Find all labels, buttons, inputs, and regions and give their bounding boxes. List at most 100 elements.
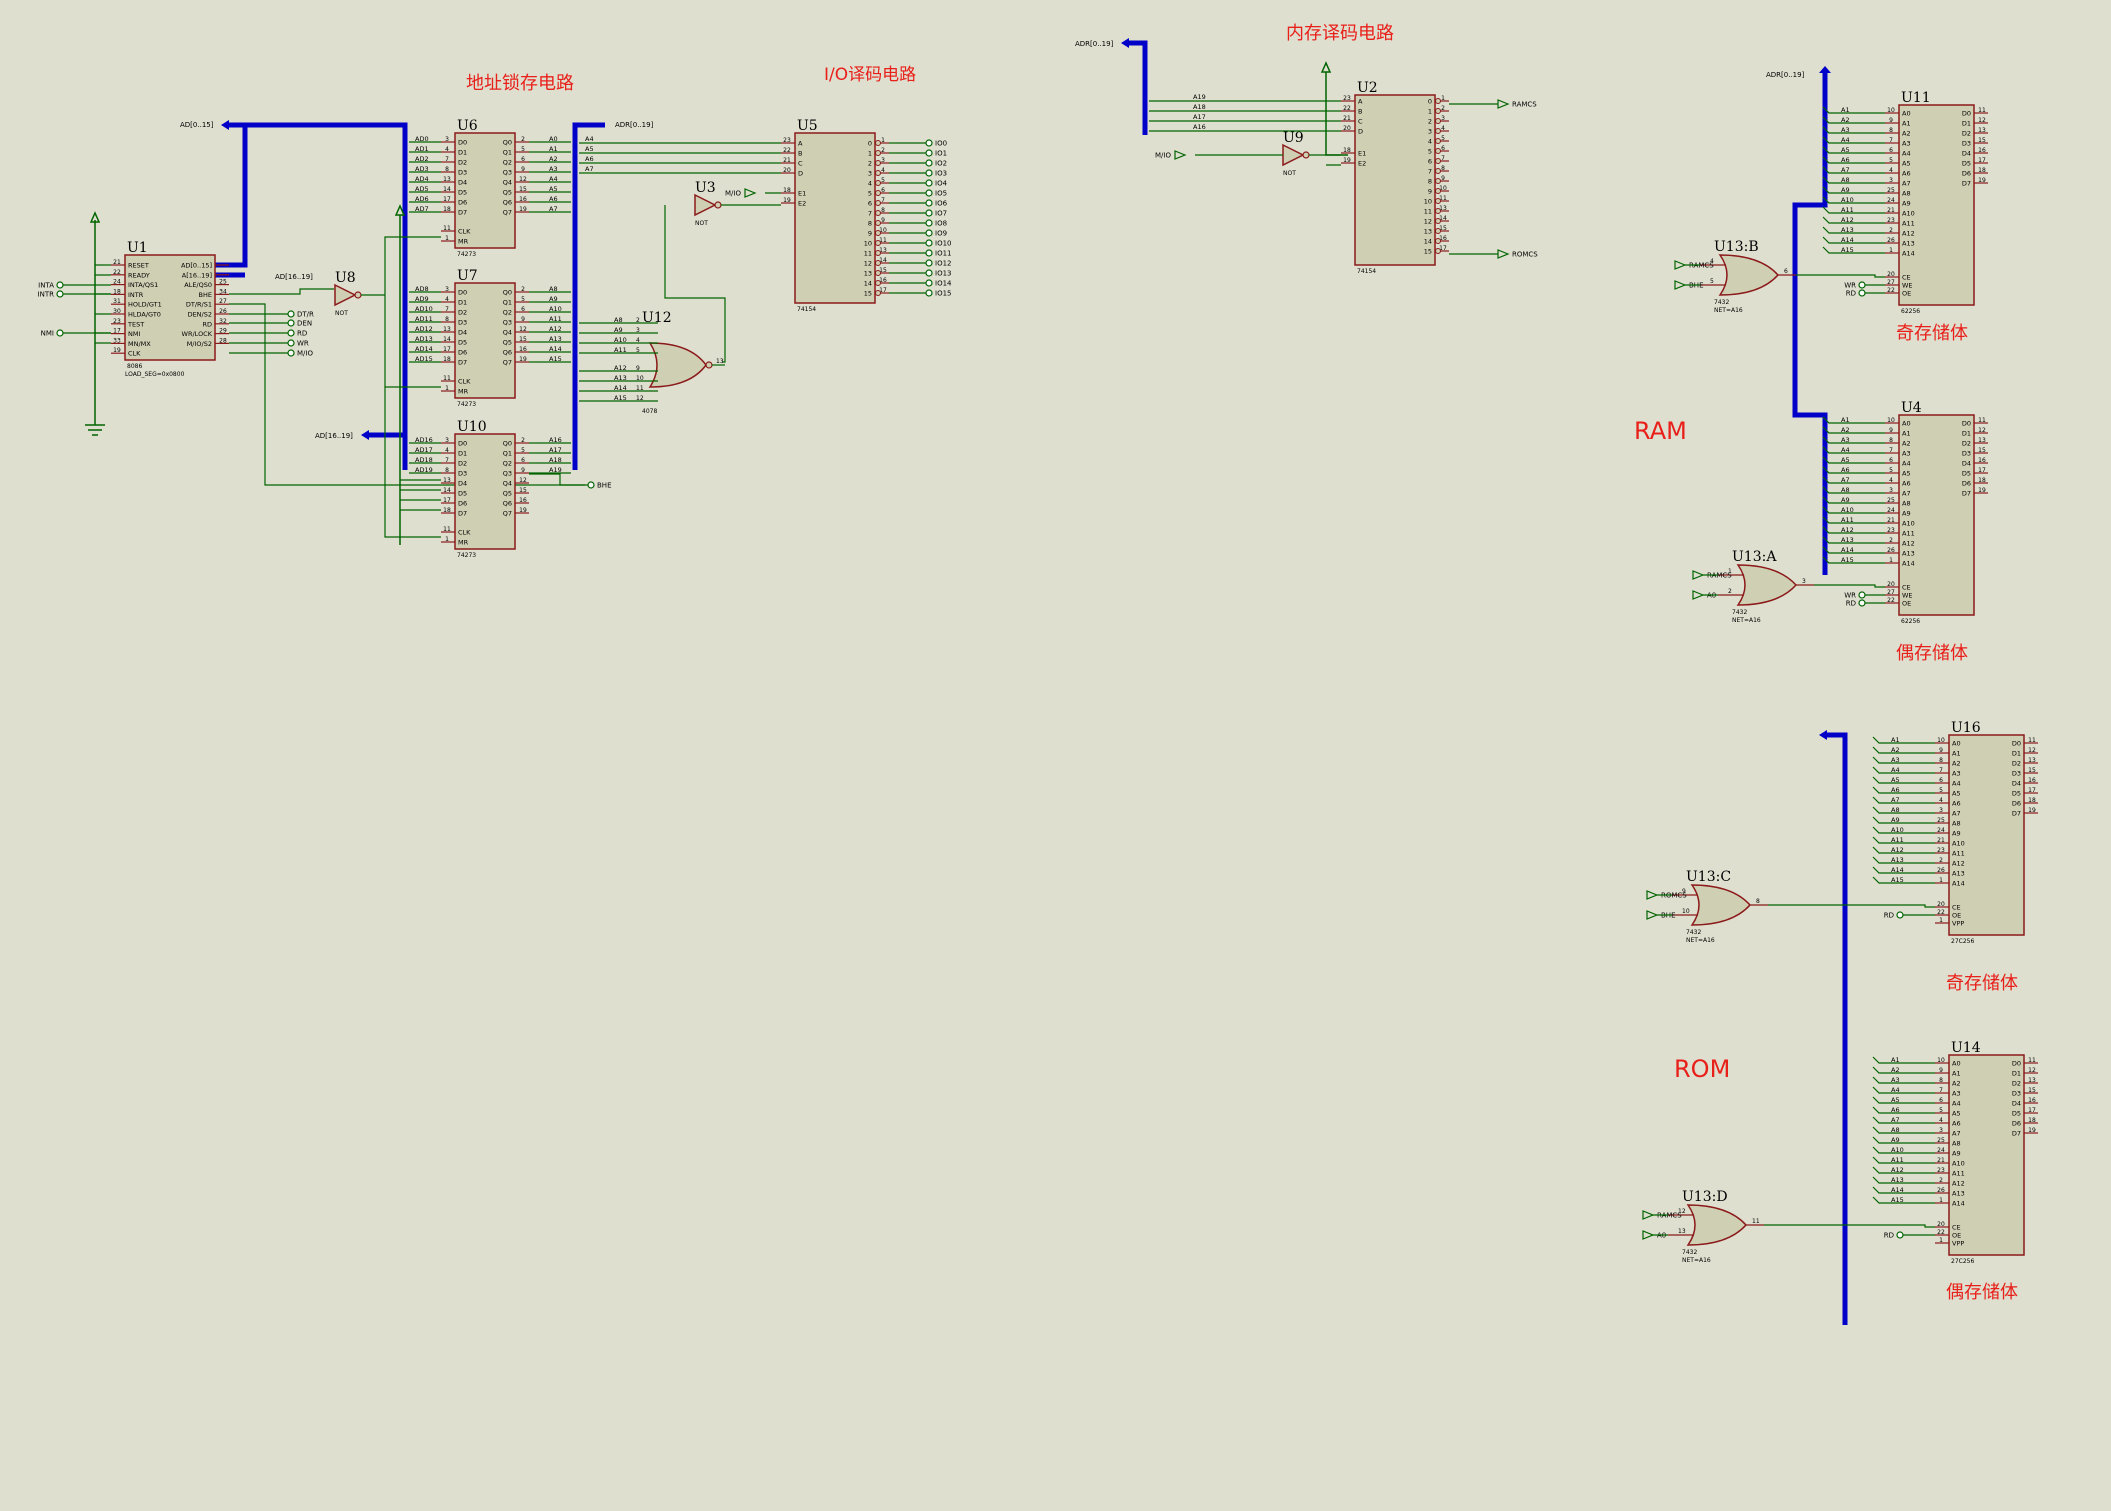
u14-rom-even-a11-pin-label: A11	[1952, 1170, 1965, 1178]
u5-out-bubble-8	[875, 220, 881, 226]
u1-left-7-pin-label: NMI	[128, 330, 140, 338]
u12-to-u3	[664, 205, 726, 363]
port-u13c-or-in-b-arrow	[1646, 910, 1659, 920]
title-rom: ROM	[1674, 1055, 1730, 1083]
u10-latch-q4-pin-label: Q4	[503, 480, 512, 488]
u14-rom-even-ctrl-1-pin-number: 22	[1937, 1229, 1945, 1236]
u13b-or-pin-b: 5	[1710, 278, 1714, 285]
port-ctrl-4-terminal	[287, 349, 295, 357]
u6-latch-out-net-7: A7	[549, 205, 558, 213]
u6-latch-q0-pin-number: 2	[521, 136, 525, 143]
u2-out-8-pin-label: 8	[1428, 178, 1432, 186]
u7-latch-d2-pin-number: 7	[445, 306, 449, 313]
u3-not-bubble	[714, 201, 722, 209]
u16-rom-odd-addr-wire-14	[1872, 876, 1935, 884]
u6-latch-in-net-4: AD4	[415, 175, 429, 183]
u14-rom-even-d7-pin-label: D7	[2012, 1130, 2021, 1138]
u5-in-2-pin-number: 21	[783, 157, 791, 164]
port-u13d-or-in-a-arrow	[1642, 1210, 1655, 1220]
u12-in-pin-4: 9	[636, 365, 640, 372]
u11-ram-odd-a12-pin-label: A12	[1902, 230, 1915, 238]
u12-in-net-5: A13	[614, 374, 627, 382]
u4-ram-even-a6-pin-label: A6	[1902, 480, 1911, 488]
u10-latch-clk-pin-number: 11	[443, 526, 451, 533]
u12-in-pin-2: 4	[636, 337, 640, 344]
u16-rom-odd-d0-pin-label: D0	[2012, 740, 2021, 748]
u5-out-8-pin-number: 9	[881, 217, 885, 224]
u11-ram-odd-a13-pin-number: 26	[1887, 237, 1895, 244]
u16-rom-odd-net-3: A4	[1891, 766, 1900, 774]
u10-latch-d3-pin-label: D3	[458, 470, 467, 478]
u14-rom-even-net-8: A9	[1891, 1136, 1900, 1144]
u4-ram-even-net-13: A14	[1841, 546, 1854, 554]
u13a-or-ref: U13:A	[1732, 549, 1777, 565]
u6-latch-d4-pin-label: D4	[458, 179, 467, 187]
u5-out-2-pin-label: 2	[868, 160, 872, 168]
u6-latch-d1-pin-label: D1	[458, 149, 467, 157]
u6-latch-d0-pin-number: 3	[445, 136, 449, 143]
u6-latch-d2-pin-label: D2	[458, 159, 467, 167]
port-ctrl-4: M/IO	[287, 349, 313, 358]
u16-rom-odd-d1-pin-label: D1	[2012, 750, 2021, 758]
u14-rom-even-addr-wire-7	[1872, 1126, 1935, 1134]
port-io-10-terminal	[925, 239, 933, 247]
u5-out-bubble-6	[875, 200, 881, 206]
u14-rom-even-ctrl-1-pin-label: OE	[1952, 1232, 1961, 1240]
u4-ram-even-a3-pin-label: A3	[1902, 450, 1911, 458]
u6-latch-d7-pin-label: D7	[458, 209, 467, 217]
port-u13d-or-in-a: RAMCS	[1642, 1210, 1682, 1220]
u2-out-bubble-12	[1435, 218, 1441, 224]
u12-in-net-3: A11	[614, 346, 627, 354]
port-io-2-label: IO2	[935, 160, 947, 168]
title-ram: RAM	[1634, 417, 1687, 445]
port-io-8-terminal	[925, 219, 933, 227]
port-intr-label: INTR	[38, 291, 55, 299]
u11-ram-odd-d6-pin-label: D6	[1962, 170, 1971, 178]
u14-rom-even-a1-pin-number: 9	[1939, 1067, 1943, 1074]
u4-ram-even-addr-wire-4	[1822, 456, 1885, 464]
u5-out-8-pin-label: 8	[868, 220, 872, 228]
u10-latch-in-net-3: AD19	[415, 466, 433, 474]
u2-out-bubble-5	[1435, 148, 1441, 154]
u7-latch-d6-pin-number: 17	[443, 346, 451, 353]
port-u13a-or-in-a: RAMCS	[1692, 570, 1732, 580]
u14-rom-even-a0-pin-number: 10	[1937, 1057, 1945, 1064]
port-u14-rd-label: RD	[1884, 1232, 1894, 1240]
u14-rom-even-net-1: A2	[1891, 1066, 1900, 1074]
u13a-or-pin-b: 2	[1728, 588, 1732, 595]
u4-ram-even-addr-wire-6	[1822, 476, 1885, 484]
u2-out-14-pin-number: 16	[1439, 235, 1447, 242]
u4-ram-even-a7-pin-label: A7	[1902, 490, 1911, 498]
u10-latch-d1-pin-label: D1	[458, 450, 467, 458]
u7-latch-out-net-0: A8	[549, 285, 558, 293]
u1-left-0-pin-number: 21	[113, 259, 121, 266]
u16-rom-odd-net-13: A14	[1891, 866, 1904, 874]
u6-latch-clk-pin-label: CLK	[458, 228, 471, 236]
u6-latch-q4-pin-label: Q4	[503, 179, 512, 187]
u6-latch-d6-pin-label: D6	[458, 199, 467, 207]
u14-rom-even-a14-pin-label: A14	[1952, 1200, 1965, 1208]
u6-latch-q4-pin-number: 12	[519, 176, 527, 183]
u4-ram-even-d2-pin-label: D2	[1962, 440, 1971, 448]
u14-rom-even-addr-wire-2	[1872, 1076, 1935, 1084]
u11-ram-odd-a13-pin-label: A13	[1902, 240, 1915, 248]
